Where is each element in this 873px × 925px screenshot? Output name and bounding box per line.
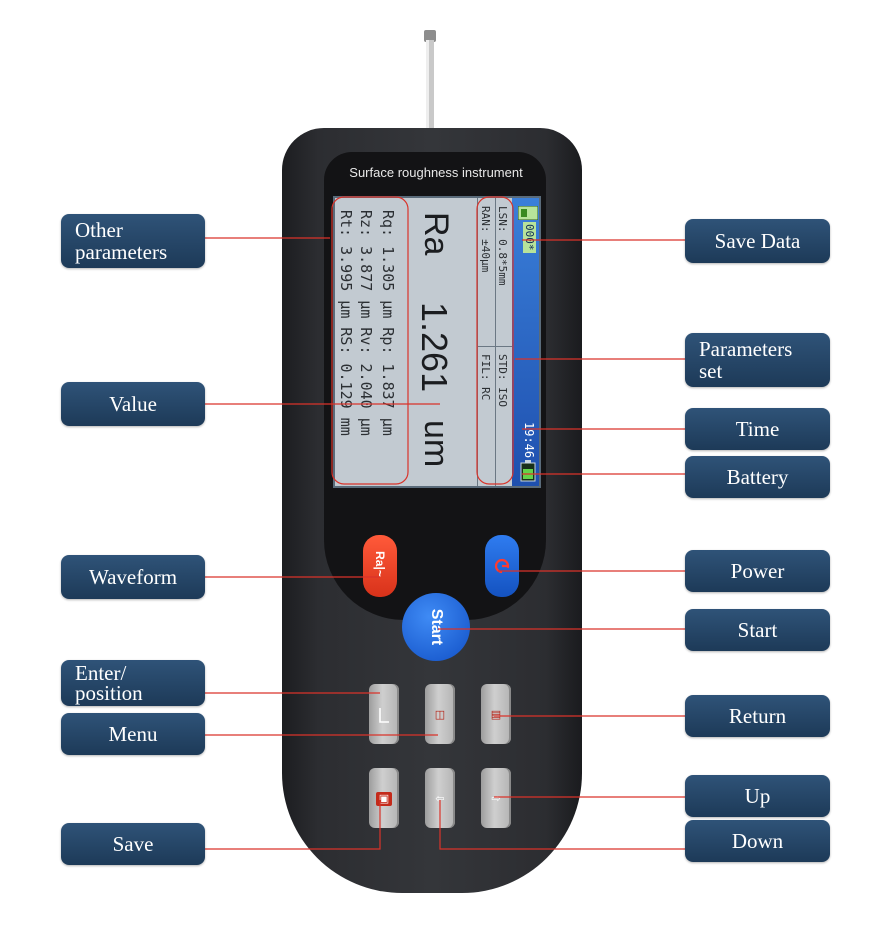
callout-parameters-set: Parameters set: [685, 333, 830, 387]
callout-start: Start: [685, 609, 830, 651]
lcd-screen: Rq: 1.305 µm Rp: 1.837 µm Rz: 3.877 µm R…: [333, 196, 541, 488]
callout-waveform-text: Waveform: [88, 565, 178, 589]
menu-key[interactable]: ◫: [425, 684, 455, 744]
callout-start-text: Start: [737, 618, 778, 642]
callout-return-text: Return: [728, 704, 787, 728]
start-button[interactable]: Start: [402, 593, 470, 661]
callout-power: Power: [685, 550, 830, 592]
return-key[interactable]: ▤: [481, 684, 511, 744]
callout-battery: Battery: [685, 456, 830, 498]
callout-menu: Menu: [61, 713, 205, 755]
probe: [424, 30, 436, 154]
callout-enter-position-text: Enter/ position: [75, 661, 143, 705]
callout-down: Down: [685, 820, 830, 862]
callout-save-data-text: Save Data: [714, 229, 801, 253]
return-icon: ▤: [490, 708, 502, 721]
callout-waveform: Waveform: [61, 555, 205, 599]
callout-return: Return: [685, 695, 830, 737]
callout-save-data: Save Data: [685, 219, 830, 263]
callout-other-parameters-text: Other parameters: [75, 218, 168, 264]
callout-other-parameters: Other parameters: [61, 214, 205, 268]
save-key[interactable]: ▣: [369, 768, 399, 828]
save-data-icon: [518, 206, 538, 220]
callout-up-text: Up: [744, 784, 771, 808]
up-arrow-icon: ⇨: [491, 792, 501, 805]
power-icon: [494, 558, 510, 574]
enter-icon: [379, 708, 389, 723]
callout-enter-position: Enter/ position: [61, 660, 205, 706]
waveform-button[interactable]: Ra|~: [363, 535, 397, 597]
callout-time-text: Time: [735, 417, 780, 441]
callout-battery-text: Battery: [726, 465, 789, 489]
callout-save-text: Save: [112, 832, 154, 856]
enter-position-key[interactable]: [369, 684, 399, 744]
callout-power-text: Power: [730, 559, 785, 583]
callout-up: Up: [685, 775, 830, 817]
up-key[interactable]: ⇨: [481, 768, 511, 828]
menu-icon: ◫: [434, 708, 446, 721]
down-arrow-icon: ⇦: [435, 792, 445, 805]
callout-value-text: Value: [109, 392, 157, 416]
callout-down-text: Down: [731, 829, 784, 853]
status-panel: 000* 19:46: [512, 198, 539, 486]
power-button[interactable]: [485, 535, 519, 597]
callout-save: Save: [61, 823, 205, 865]
callout-time: Time: [685, 408, 830, 450]
callout-menu-text: Menu: [108, 722, 158, 746]
screen-title: Surface roughness instrument: [349, 165, 523, 180]
callout-parameters-set-text: Parameters set: [699, 337, 793, 383]
callout-value: Value: [61, 382, 205, 426]
